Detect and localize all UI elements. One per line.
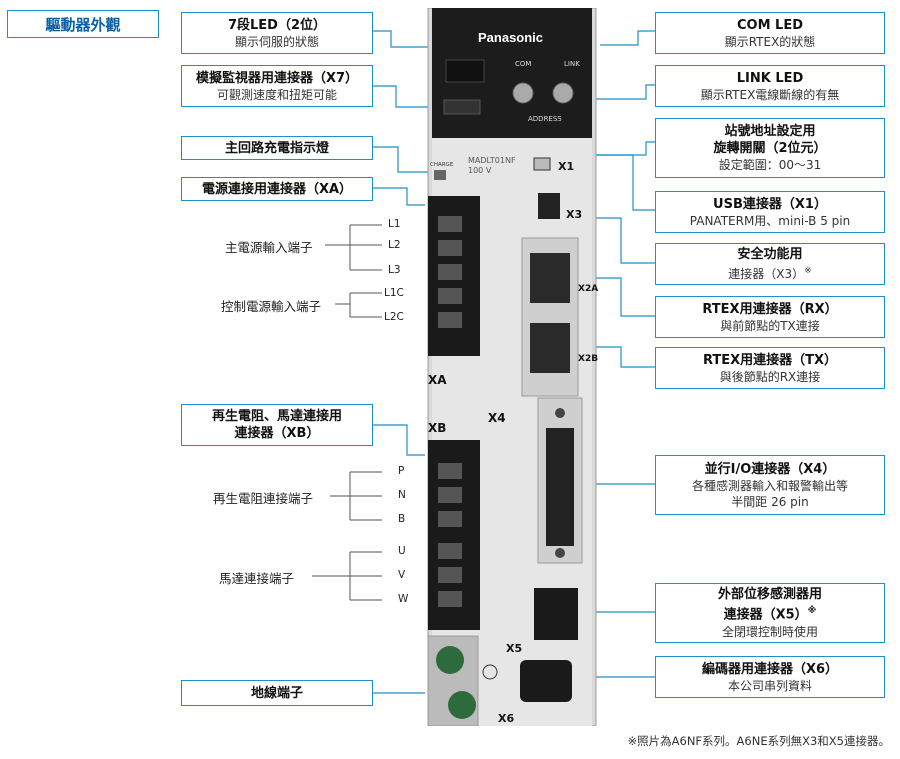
x5-label: X5 <box>506 642 522 655</box>
x4-port[interactable] <box>546 428 574 546</box>
main-power-label: 主電源輸入端子 <box>225 240 313 255</box>
x4-title: 並行I/O連接器（X4） <box>704 461 836 477</box>
x2b-label: X2B <box>578 354 598 364</box>
tx-title: RTEX用連接器（TX） <box>702 352 838 368</box>
ground-symbol-icon <box>482 664 498 680</box>
pin-p: P <box>398 465 405 477</box>
regen-label: 再生電阻連接端子 <box>213 491 314 506</box>
x5-callout: 外部位移感測器用 連接器（X5）※ 全閉環控制時使用 <box>655 583 885 643</box>
address-dial-1[interactable] <box>512 82 534 104</box>
address-sub: 設定範圍：00～31 <box>718 158 822 172</box>
link-led-label: LINK <box>564 60 580 68</box>
model-label: MADLT01NF <box>468 156 516 165</box>
pin-l2: L2 <box>388 239 401 251</box>
brand-logo: Panasonic <box>478 30 543 45</box>
x6-port[interactable] <box>520 660 572 702</box>
pin-l1c: L1C <box>384 287 404 299</box>
xb-callout: 再生電阻、馬達連接用 連接器（XB） <box>181 404 373 446</box>
pin-u: U <box>398 545 406 557</box>
xa-callout: 電源連接用連接器（XA） <box>181 177 373 201</box>
x2a-label: X2A <box>578 284 598 294</box>
pin-b: B <box>398 513 406 525</box>
usb-port[interactable] <box>533 157 551 171</box>
usb-callout: USB連接器（X1） PANATERM用、mini-B 5 pin <box>655 191 885 233</box>
com-led-callout: COM LED 顯示RTEX的狀態 <box>655 12 885 54</box>
xa-label: XA <box>428 373 447 387</box>
com-led-sub: 顯示RTEX的狀態 <box>724 34 816 49</box>
x5-sub-2: 全閉環控制時使用 <box>721 624 818 639</box>
x7-sub: 可觀測速度和扭矩可能 <box>216 87 337 102</box>
x3-label: X3 <box>566 208 582 221</box>
pin-w: W <box>398 593 409 605</box>
safety-title: 安全功能用 <box>737 247 803 262</box>
ground-title: 地線端子 <box>250 685 303 701</box>
x6-label: X6 <box>498 712 514 725</box>
footnote: ※照片為A6NF系列。A6NE系列無X3和X5連接器。 <box>627 734 890 748</box>
tx-callout: RTEX用連接器（TX） 與後節點的RX連接 <box>655 347 885 389</box>
x7-callout: 模擬監視器用連接器（X7） 可觀測速度和扭矩可能 <box>181 65 373 107</box>
link-led-callout: LINK LED 顯示RTEX電線斷線的有無 <box>655 65 885 107</box>
x5-sub: 連接器（X5） <box>723 607 808 623</box>
link-led-title: LINK LED <box>736 70 804 86</box>
x1-label: X1 <box>558 160 574 173</box>
x3-port[interactable] <box>538 193 560 219</box>
com-led-label: COM <box>515 60 531 68</box>
x4-sub-2: 半間距 26 pin <box>731 494 809 509</box>
led7-title: 7段LED（2位） <box>227 17 327 33</box>
pin-l2c: L2C <box>384 311 404 323</box>
rx-title: RTEX用連接器（RX） <box>702 301 838 317</box>
com-led-title: COM LED <box>736 17 803 33</box>
address-label: ADDRESS <box>528 115 562 123</box>
x2b-port[interactable] <box>530 323 570 373</box>
x6-callout: 編碼器用連接器（X6） 本公司串列資料 <box>655 656 885 698</box>
x5-port[interactable] <box>534 588 578 640</box>
link-led-sub: 顯示RTEX電線斷線的有無 <box>700 87 840 102</box>
x6-sub: 本公司串列資料 <box>727 678 812 693</box>
rx-callout: RTEX用連接器（RX） 與前節點的TX連接 <box>655 296 885 338</box>
xb-title-1: 再生電阻、馬達連接用 <box>211 409 342 424</box>
page-title: 驅動器外觀 <box>7 10 159 38</box>
x5-title: 外部位移感測器用 <box>717 587 822 603</box>
led7-callout: 7段LED（2位） 顯示伺服的狀態 <box>181 12 373 54</box>
address-dial-2[interactable] <box>552 82 574 104</box>
address-title-2: 旋轉開關（2位元） <box>713 141 827 156</box>
x5-note-mark: ※ <box>807 606 817 617</box>
voltage-label: 100 V <box>468 166 492 175</box>
control-power-label: 控制電源輸入端子 <box>221 299 322 314</box>
charge-label: CHARGE <box>430 162 454 168</box>
led7-sub: 顯示伺服的狀態 <box>234 34 319 49</box>
x7-port[interactable] <box>443 99 481 115</box>
safety-note-mark: ※ <box>804 266 812 276</box>
usb-title: USB連接器（X1） <box>713 196 827 212</box>
servo-drive-illustration: Panasonic COM LINK ADDRESS CHARGE MADLT0… <box>427 8 598 726</box>
ground-screw-1[interactable] <box>436 646 464 674</box>
motor-label: 馬達連接端子 <box>219 571 295 586</box>
tx-sub: 與後節點的RX連接 <box>719 369 821 384</box>
address-switch-callout: 站號地址設定用 旋轉開關（2位元） 設定範圍：00～31 <box>655 118 885 178</box>
pin-n: N <box>398 489 406 501</box>
charge-lamp <box>434 170 446 180</box>
xa-title: 電源連接用連接器（XA） <box>201 181 353 197</box>
usb-sub: PANATERM用、mini-B 5 pin <box>689 213 851 228</box>
x7-title: 模擬監視器用連接器（X7） <box>195 70 359 86</box>
charge-callout: 主回路充電指示燈 <box>181 136 373 160</box>
xb-title-2: 連接器（XB） <box>234 426 320 441</box>
pin-v: V <box>398 569 406 581</box>
rx-sub: 與前節點的TX連接 <box>720 318 820 333</box>
address-title-1: 站號地址設定用 <box>724 124 816 139</box>
ground-callout: 地線端子 <box>181 680 373 706</box>
x4-sub-1: 各種感測器輸入和報警輸出等 <box>691 478 848 493</box>
x6-title: 編碼器用連接器（X6） <box>701 661 839 677</box>
x4-callout: 並行I/O連接器（X4） 各種感測器輸入和報警輸出等 半間距 26 pin <box>655 455 885 515</box>
safety-callout: 安全功能用 連接器（X3）※ <box>655 243 885 285</box>
pin-l3: L3 <box>388 264 401 276</box>
safety-sub: 連接器（X3） <box>728 267 805 281</box>
x2a-port[interactable] <box>530 253 570 303</box>
pin-l1: L1 <box>388 218 401 230</box>
charge-title: 主回路充電指示燈 <box>224 140 329 156</box>
xb-label: XB <box>428 421 446 435</box>
x4-label: X4 <box>488 411 506 425</box>
ground-screw-2[interactable] <box>448 691 476 719</box>
